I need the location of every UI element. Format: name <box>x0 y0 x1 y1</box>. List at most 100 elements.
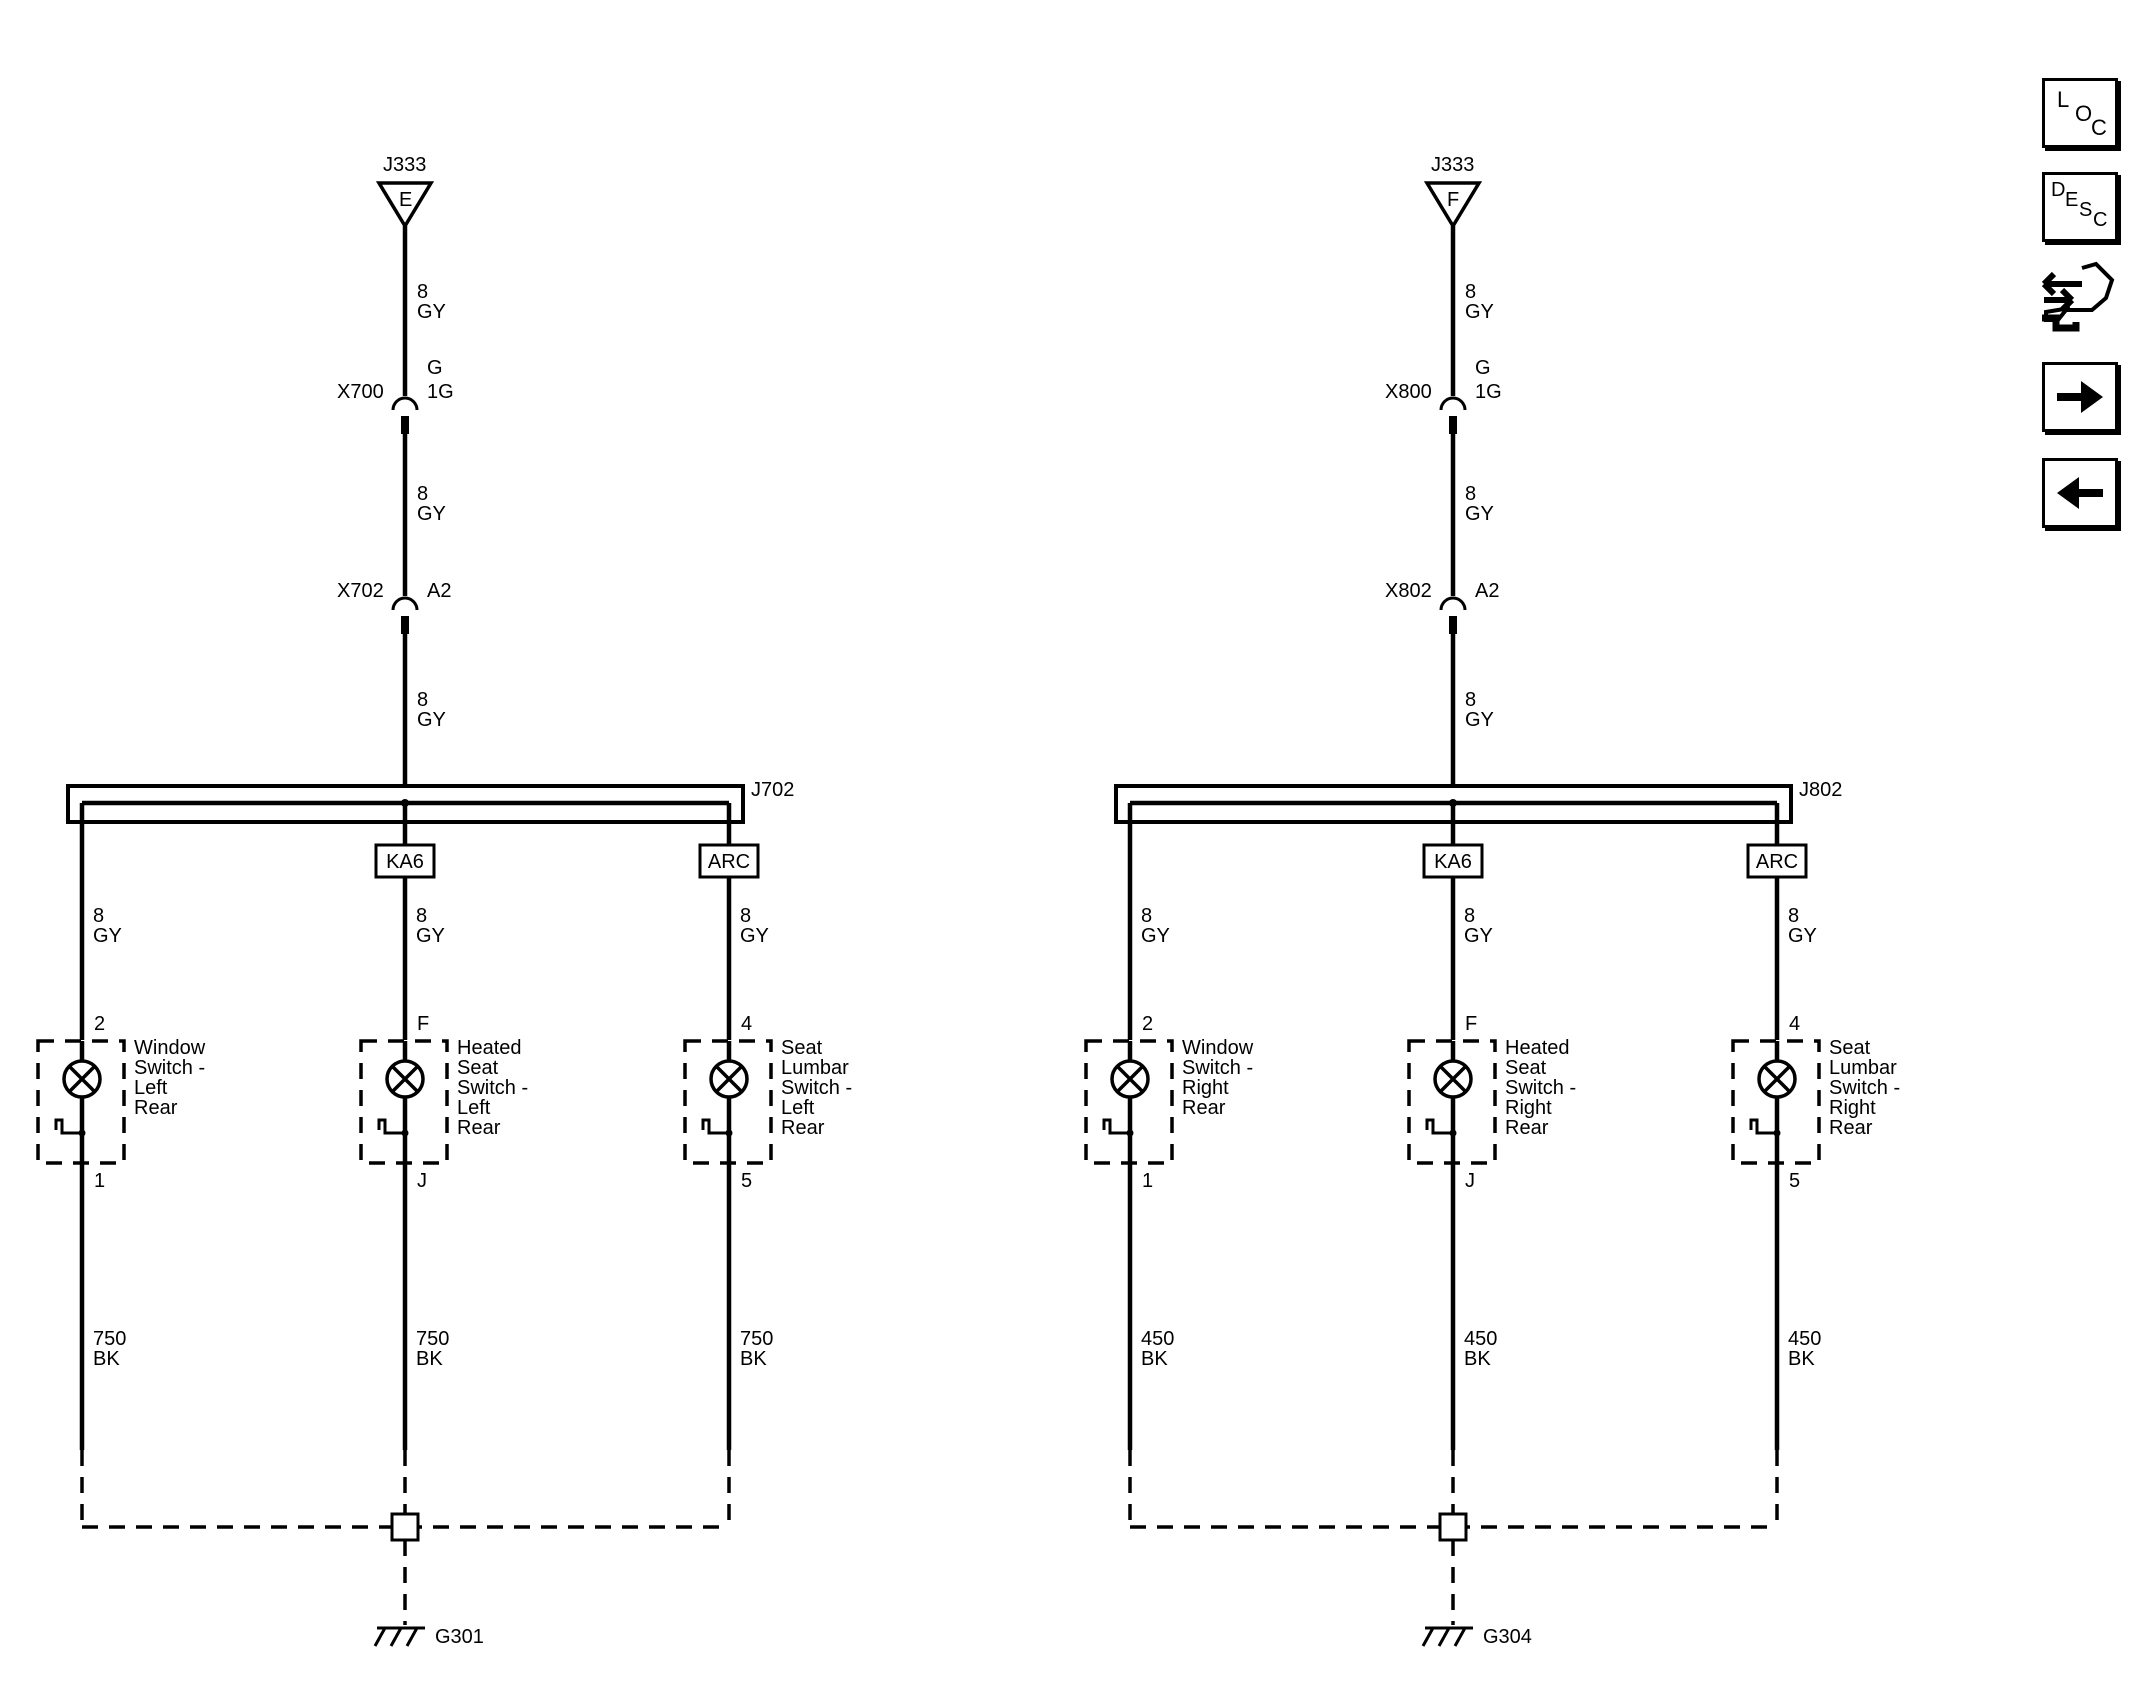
ground-symbol-hatch <box>373 1627 387 1647</box>
ground-name: G304 <box>1483 1626 1532 1648</box>
option-label-box <box>698 843 760 879</box>
component-name-line: Right <box>1505 1097 1552 1119</box>
inline-connector-female <box>1439 396 1467 411</box>
component-name-line: Seat <box>457 1057 499 1079</box>
component-name-line: Window <box>134 1037 206 1059</box>
ground-wire-label-size: 450 <box>1141 1328 1174 1350</box>
component-pin-top: 4 <box>1789 1013 1800 1035</box>
lamp-cross <box>1438 1064 1468 1094</box>
component-name-line: Lumbar <box>781 1057 849 1079</box>
ground-contact-symbol <box>701 1118 729 1135</box>
ground-symbol-hatch <box>1421 1627 1435 1647</box>
ground-contact-symbol <box>54 1118 82 1135</box>
component-name-line: Left <box>781 1097 815 1119</box>
component-pin-bottom: J <box>1465 1170 1475 1192</box>
ground-wire-label-size: 450 <box>1464 1328 1497 1350</box>
branch-wire-label-size: 8 <box>740 905 751 927</box>
component-name-line: Switch - <box>781 1077 852 1099</box>
inline-connector-1-cavity-top: G <box>427 357 443 379</box>
inline-connector-male <box>401 616 409 634</box>
feed-connector-pin: F <box>1447 189 1459 211</box>
lamp-cross <box>1762 1064 1792 1094</box>
ground-wire-label-color: BK <box>740 1348 767 1370</box>
component-name-line: Right <box>1182 1077 1229 1099</box>
component-name-line: Seat <box>781 1037 823 1059</box>
ground-symbol-hatch <box>1437 1627 1451 1647</box>
wire-top-size: 8 <box>1465 281 1476 303</box>
option-label-box <box>1746 843 1808 879</box>
description-button[interactable]: D E S C <box>2042 172 2118 242</box>
feed-connector-name: J333 <box>1431 154 1474 176</box>
arrow-left-icon <box>2057 477 2103 509</box>
splice-name: J702 <box>751 779 794 801</box>
component-pin-bottom: J <box>417 1170 427 1192</box>
ground-wire-label-color: BK <box>1788 1348 1815 1370</box>
ground-wire-label-color: BK <box>1141 1348 1168 1370</box>
ground-wire-label-size: 450 <box>1788 1328 1821 1350</box>
option-label-box <box>1422 843 1484 879</box>
wire-top-size: 8 <box>417 281 428 303</box>
inline-connector-male <box>1449 416 1457 434</box>
component-pin-top: 2 <box>94 1013 105 1035</box>
feed-connector-triangle <box>375 181 435 230</box>
wire-low-color: GY <box>1465 709 1494 731</box>
component-name-line: Heated <box>457 1037 522 1059</box>
component-name-line: Switch - <box>1829 1077 1900 1099</box>
ground-wire-label-color: BK <box>416 1348 443 1370</box>
connector-end-view-icon <box>2041 261 2115 332</box>
component-name-line: Switch - <box>1505 1077 1576 1099</box>
ground-symbol-hatch <box>1453 1627 1467 1647</box>
inline-connector-1-cavity-top: G <box>1475 357 1491 379</box>
ground-wire-label-size: 750 <box>740 1328 773 1350</box>
option-label: KA6 <box>386 851 424 873</box>
component-name-line: Right <box>1829 1097 1876 1119</box>
ground-contact-node <box>401 1129 409 1137</box>
connector-icon[interactable] <box>2036 258 2116 334</box>
component-name-line: Left <box>134 1077 168 1099</box>
wire-mid-size: 8 <box>1465 483 1476 505</box>
location-button[interactable]: L O C <box>2042 78 2118 148</box>
wire-mid-color: GY <box>1465 503 1494 525</box>
branch-wire-label-size: 8 <box>1141 905 1152 927</box>
component-name-line: Switch - <box>134 1057 205 1079</box>
arrow-right-icon <box>2057 381 2103 413</box>
previous-page-button[interactable] <box>2042 458 2118 528</box>
branch-wire-label-size: 8 <box>1788 905 1799 927</box>
lamp-cross <box>390 1064 420 1094</box>
ground-contact-symbol <box>377 1118 405 1135</box>
branch-wire-label-color: GY <box>1141 925 1170 947</box>
ground-contact-node <box>725 1129 733 1137</box>
ground-wire-label-size: 750 <box>93 1328 126 1350</box>
component-name-line: Window <box>1182 1037 1254 1059</box>
ground-wire-label-size: 750 <box>416 1328 449 1350</box>
option-label: ARC <box>1756 851 1798 873</box>
ground-splice <box>1438 1512 1468 1542</box>
inline-connector-female <box>1439 596 1467 611</box>
component-pin-bottom: 1 <box>1142 1170 1153 1192</box>
inline-connector-male <box>1449 616 1457 634</box>
component-pin-top: F <box>1465 1013 1477 1035</box>
component-name-line: Rear <box>781 1117 825 1139</box>
branch-wire-label-color: GY <box>740 925 769 947</box>
ground-wire-label-color: BK <box>93 1348 120 1370</box>
inline-connector-2-cavity: A2 <box>1475 580 1499 602</box>
ground-contact-node <box>1126 1129 1134 1137</box>
feed-connector-pin: E <box>399 189 412 211</box>
wire-top-color: GY <box>417 301 446 323</box>
next-page-button[interactable] <box>2042 362 2118 432</box>
component-name-line: Lumbar <box>1829 1057 1897 1079</box>
option-label: ARC <box>708 851 750 873</box>
branch-wire-label-color: GY <box>416 925 445 947</box>
component-name-line: Left <box>457 1097 491 1119</box>
ground-contact-node <box>78 1129 86 1137</box>
feed-connector-name: J333 <box>383 154 426 176</box>
component-pin-top: 2 <box>1142 1013 1153 1035</box>
component-name-line: Rear <box>1829 1117 1873 1139</box>
inline-connector-2-name: X802 <box>1385 580 1432 602</box>
ground-symbol-hatch <box>405 1627 419 1647</box>
component-pin-top: F <box>417 1013 429 1035</box>
